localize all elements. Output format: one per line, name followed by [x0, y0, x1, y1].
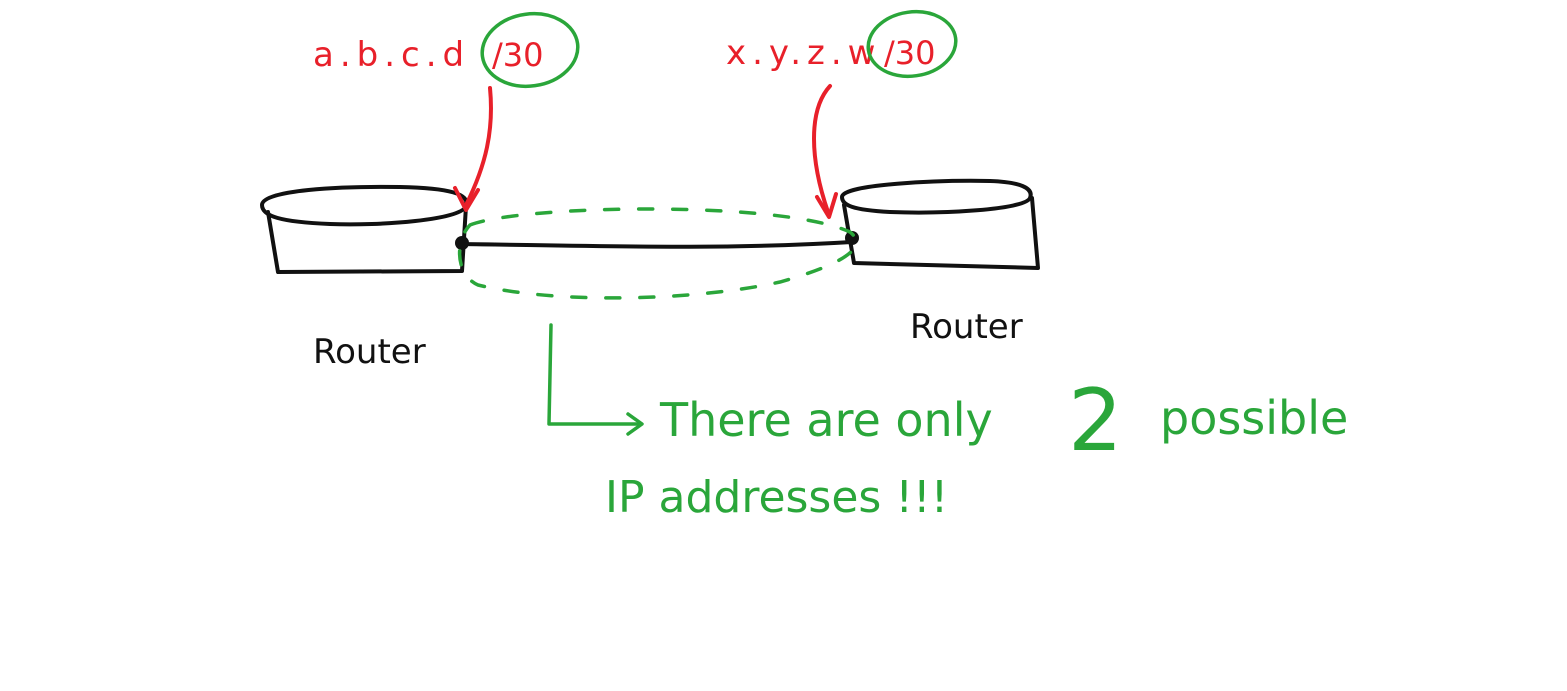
right-router [839, 178, 1040, 270]
note-line1-end: possible [1160, 391, 1348, 445]
left-address-arrow [453, 86, 493, 212]
note-line2: IP addresses !!! [605, 472, 948, 523]
right-interface-dot [845, 231, 859, 245]
note-arrow [547, 323, 644, 436]
left-interface-dot [455, 236, 469, 250]
left-router [259, 184, 469, 274]
left-cidr-label: /30 [492, 36, 544, 74]
left-cidr-circle [480, 11, 580, 89]
note-line1-start: There are only [659, 393, 993, 447]
note-number: 2 [1068, 371, 1123, 471]
right-ip-label: x.y.z.w [726, 33, 881, 73]
right-cidr-label: /30 [884, 34, 936, 72]
right-address-arrow [812, 84, 838, 219]
right-router-label: Router [910, 307, 1023, 347]
right-cidr-circle [866, 9, 958, 79]
link-line [460, 240, 854, 249]
left-ip-label: a.b.c.d [313, 35, 470, 75]
subnet-dashed-ellipse [457, 207, 858, 300]
left-router-label: Router [313, 332, 426, 372]
